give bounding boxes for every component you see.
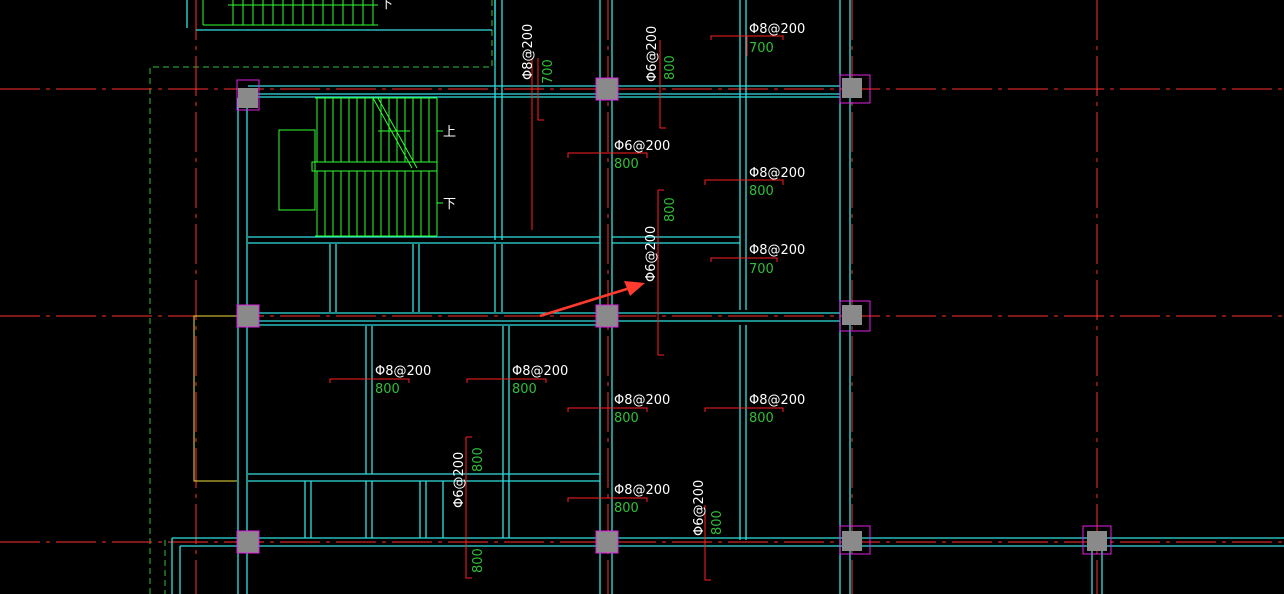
rebar-length: 800: [749, 411, 774, 426]
rebar-spec: Φ6@200: [452, 452, 467, 508]
stair-down-label-top: 下: [380, 0, 393, 12]
stair-up-label: 上: [443, 125, 456, 140]
rebar-length: 800: [471, 447, 486, 472]
rebar-spec: Φ8@200: [614, 483, 670, 498]
rebar-length: 800: [663, 197, 678, 222]
rebar-spec: Φ8@200: [749, 22, 805, 37]
column: [236, 79, 260, 111]
rebar-length: 800: [614, 501, 639, 516]
rebar-labels-vertical: Φ8@200 700 Φ6@200 800 800 Φ6@200 800 Φ6@…: [452, 24, 725, 573]
red-pointer-arrow-icon: [539, 281, 645, 318]
column: [595, 304, 619, 328]
rebar-marks: [329, 35, 784, 581]
rebar-spec: Φ8@200: [375, 364, 431, 379]
rebar-spec: Φ8@200: [521, 24, 536, 80]
column: [839, 300, 871, 332]
column: [1082, 525, 1112, 555]
column: [236, 530, 260, 554]
rebar-length: 800: [614, 157, 639, 172]
rebar-length: 800: [663, 55, 678, 80]
rebar-length: 700: [749, 262, 774, 277]
stair-top-partial: [202, 0, 378, 26]
column: [236, 304, 260, 328]
column: [839, 74, 871, 104]
stair-down-label: 下: [443, 197, 456, 212]
rebar-length: 800: [471, 548, 486, 573]
dashed-boundary: [149, 0, 493, 594]
rebar-length: 800: [375, 382, 400, 397]
column: [595, 530, 619, 554]
columns: [236, 74, 1112, 555]
rebar-labels: Φ8@200 700 Φ6@200 800 Φ8@200 800 Φ8@200 …: [375, 22, 805, 516]
yellow-boundary: [193, 315, 237, 482]
rebar-spec: Φ8@200: [614, 393, 670, 408]
rebar-length: 700: [749, 41, 774, 56]
rebar-length: 800: [749, 184, 774, 199]
rebar-length: 800: [614, 411, 639, 426]
rebar-length: 800: [512, 382, 537, 397]
rebar-length: 800: [710, 510, 725, 535]
column: [595, 77, 619, 101]
rebar-spec: Φ6@200: [645, 26, 660, 82]
rebar-spec: Φ6@200: [644, 226, 659, 282]
rebar-spec: Φ8@200: [749, 166, 805, 181]
column: [839, 525, 871, 555]
rebar-spec: Φ8@200: [749, 243, 805, 258]
rebar-length: 700: [541, 59, 556, 84]
rebar-spec: Φ6@200: [692, 480, 707, 536]
rebar-spec: Φ6@200: [614, 139, 670, 154]
staircase: [278, 97, 443, 237]
rebar-spec: Φ8@200: [749, 393, 805, 408]
rebar-spec: Φ8@200: [512, 364, 568, 379]
